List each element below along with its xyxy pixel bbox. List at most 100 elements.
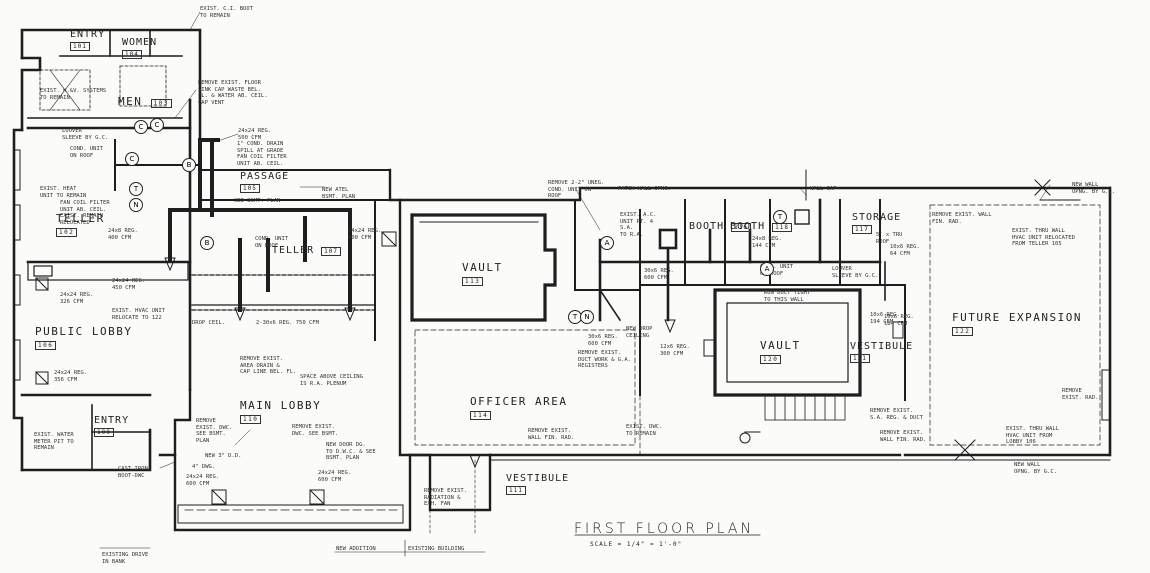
unit-tag-symbol: N xyxy=(580,310,594,324)
room-number: 114 xyxy=(470,410,492,420)
room-name: TELLER xyxy=(56,212,105,225)
room-name: ENTRY xyxy=(94,415,130,426)
note: NEW DROP CEILING xyxy=(626,326,653,339)
note: 24x24 REG. 600 CFM xyxy=(318,470,352,483)
vault-113-walls xyxy=(410,213,557,322)
stair xyxy=(764,394,846,421)
room-name: VESTIBULE xyxy=(850,341,914,352)
note: REMOVE EXIST. S.A. REG. & DUCT xyxy=(870,408,923,421)
teller-counters xyxy=(27,261,376,311)
room-name: WOMEN xyxy=(122,37,158,48)
note: REMOVE EXIST. WALL FIN. RAD. xyxy=(880,430,927,443)
room-name: STORAGE xyxy=(852,212,902,223)
left-windows xyxy=(13,149,21,381)
room-future-expansion-122: FUTURE EXPANSION 122 xyxy=(952,312,1082,336)
room-teller-102: TELLER 102 xyxy=(56,213,105,237)
note: 1" COND. DRAIN SPILL AT GRADE xyxy=(237,141,284,154)
note: 24x24 REG. 326 CFM xyxy=(60,292,94,305)
unit-tag-symbol: N xyxy=(129,198,143,212)
room-passage-105: PASSAGE 105 xyxy=(240,171,290,193)
room-name: VESTIBULE xyxy=(506,473,570,484)
note: NEW ATEL BSMT. PLAN xyxy=(322,187,356,200)
room-name: FUTURE EXPANSION xyxy=(952,311,1082,324)
wall-details xyxy=(99,169,1081,557)
note: COND. UNIT ON ROOF xyxy=(255,236,289,249)
room-vestibule-121: VESTIBULE 121 xyxy=(850,341,914,363)
room-number: 107 xyxy=(321,247,341,256)
note: 4" DWG. xyxy=(192,464,216,470)
note: LOUVER SLEEVE BY G.C. xyxy=(832,266,879,279)
note: 24x24 REG. 356 CFM xyxy=(54,370,88,383)
drawing-title: FIRST FLOOR PLAN xyxy=(574,521,754,537)
room-name: MEN xyxy=(118,95,143,108)
note: REMOVE 2-2" UNEG. COND. UNIT ON ROOF xyxy=(548,180,605,199)
room-entry-101: ENTRY 101 xyxy=(70,29,105,51)
note: 10x6 REG. 194 CFM xyxy=(870,312,900,325)
note: EXIST. HVAC UNIT RELOCATE TO 122 xyxy=(112,308,165,321)
note: 24x24 REG. 500 CFM xyxy=(238,128,272,141)
note: REMOVE EXIST. AREA DRAIN & CAP LINE BEL.… xyxy=(240,356,297,375)
room-main-lobby-110: MAIN LOBBY 110 xyxy=(240,400,321,424)
note: COND. UNIT ON ROOF xyxy=(70,146,104,159)
room-name: OFFICER AREA xyxy=(470,395,568,408)
note: EXISTING BUILDING xyxy=(408,546,465,552)
passage-walls xyxy=(199,169,391,341)
note: REMOVE EXIST. RAD. xyxy=(1062,388,1099,401)
room-officer-area-114: OFFICER AREA 114 xyxy=(470,396,567,420)
note: EXIST. A.C. UNIT PT. 4 S.A. TO R.A. xyxy=(620,212,657,238)
dashed-ceiling xyxy=(414,204,1101,456)
room-name: MAIN LOBBY xyxy=(240,399,322,412)
room-number: 100 xyxy=(94,427,114,437)
room-number: 104 xyxy=(122,49,142,59)
unit-tag-symbol: C xyxy=(150,118,164,132)
room-vault-120: VAULT 120 xyxy=(760,340,801,364)
room-number: 120 xyxy=(760,354,782,364)
room-storage-117: STORAGE 117 xyxy=(852,212,902,234)
room-number: 106 xyxy=(35,340,57,350)
room-name: VAULT xyxy=(760,339,801,352)
room-number: 116 xyxy=(731,223,751,232)
note: EXIST. C.I. BOOT TO REMAIN xyxy=(200,6,253,19)
note: NEW DOOR DG. TO D.W.C. & SEE BSMT. PLAN xyxy=(326,442,376,461)
diffusers xyxy=(35,231,904,505)
note: 24x8 REG. 400 CFM xyxy=(108,228,138,241)
room-name: VAULT xyxy=(462,261,503,274)
room-name: BOOTH xyxy=(689,221,725,232)
note: 10x6 REG. 184 CFM xyxy=(884,314,914,327)
note: 30x6 REG. 600 CFM xyxy=(588,334,618,347)
note: RUN DUCT TIGHT TO THIS WALL xyxy=(764,290,811,303)
note: REMOVE EXIST. WALL FIN. RAD. xyxy=(932,212,992,225)
note: CAST IRON BOOT-DWC xyxy=(118,466,148,479)
leader-lines xyxy=(159,11,1051,469)
note: EXIST. THRU WALL HVAC UNIT FROM LOBBY 10… xyxy=(1006,426,1059,445)
room-vault-113: VAULT 113 xyxy=(462,262,503,286)
note: REMOVE EXIST. DUCT WORK & G.A. REGISTERS xyxy=(578,350,631,369)
note: PATCH WALL OPNG. xyxy=(618,186,671,192)
note: REMOVE EXIST. RADIATION & EXH. FAN xyxy=(424,488,468,507)
room-name: TELLER xyxy=(272,245,315,256)
unit-tag-symbol: A xyxy=(600,236,614,250)
room-number: 101 xyxy=(70,41,90,51)
unit-tag-symbol: B xyxy=(200,236,214,250)
note: EXIST. H.&V. SYSTEMS TO REMAIN xyxy=(40,88,107,101)
note: REMOVE EXIST. DWC. SEE BSMT. xyxy=(292,424,339,437)
note: SEE BSMT. PLAN xyxy=(234,198,281,204)
room-number: 122 xyxy=(952,326,974,336)
note: EXIST. HEAT UNIT TO REMAIN xyxy=(40,186,87,199)
note: REMOVE EXIST. DWC. SEE BSMT. PLAN xyxy=(196,418,233,444)
room-name: PASSAGE xyxy=(240,171,290,182)
note: EXIST. THRU WALL HVAC UNIT RELOCATED FRO… xyxy=(1012,228,1075,247)
unit-tag-symbol: C xyxy=(125,152,139,166)
room-number: 118 xyxy=(772,223,792,232)
note: SPACE ABOVE CEILING IS R.A. PLENUM xyxy=(300,374,363,387)
note: FAN COIL FILTER UNIT AB. CEIL. xyxy=(237,154,287,167)
note: EXIST. DWC. TO REMAIN xyxy=(626,424,663,437)
note: 24x24 REG. 450 CFM xyxy=(112,278,146,291)
drawing-scale: SCALE = 1/4" = 1'-0" xyxy=(590,541,683,548)
note: NEW 3" D.D. xyxy=(205,453,242,459)
room-number: 102 xyxy=(56,227,78,237)
note: 10x6 REG. 64 CFM xyxy=(890,244,920,257)
note: NEW ADDITION xyxy=(336,546,376,552)
